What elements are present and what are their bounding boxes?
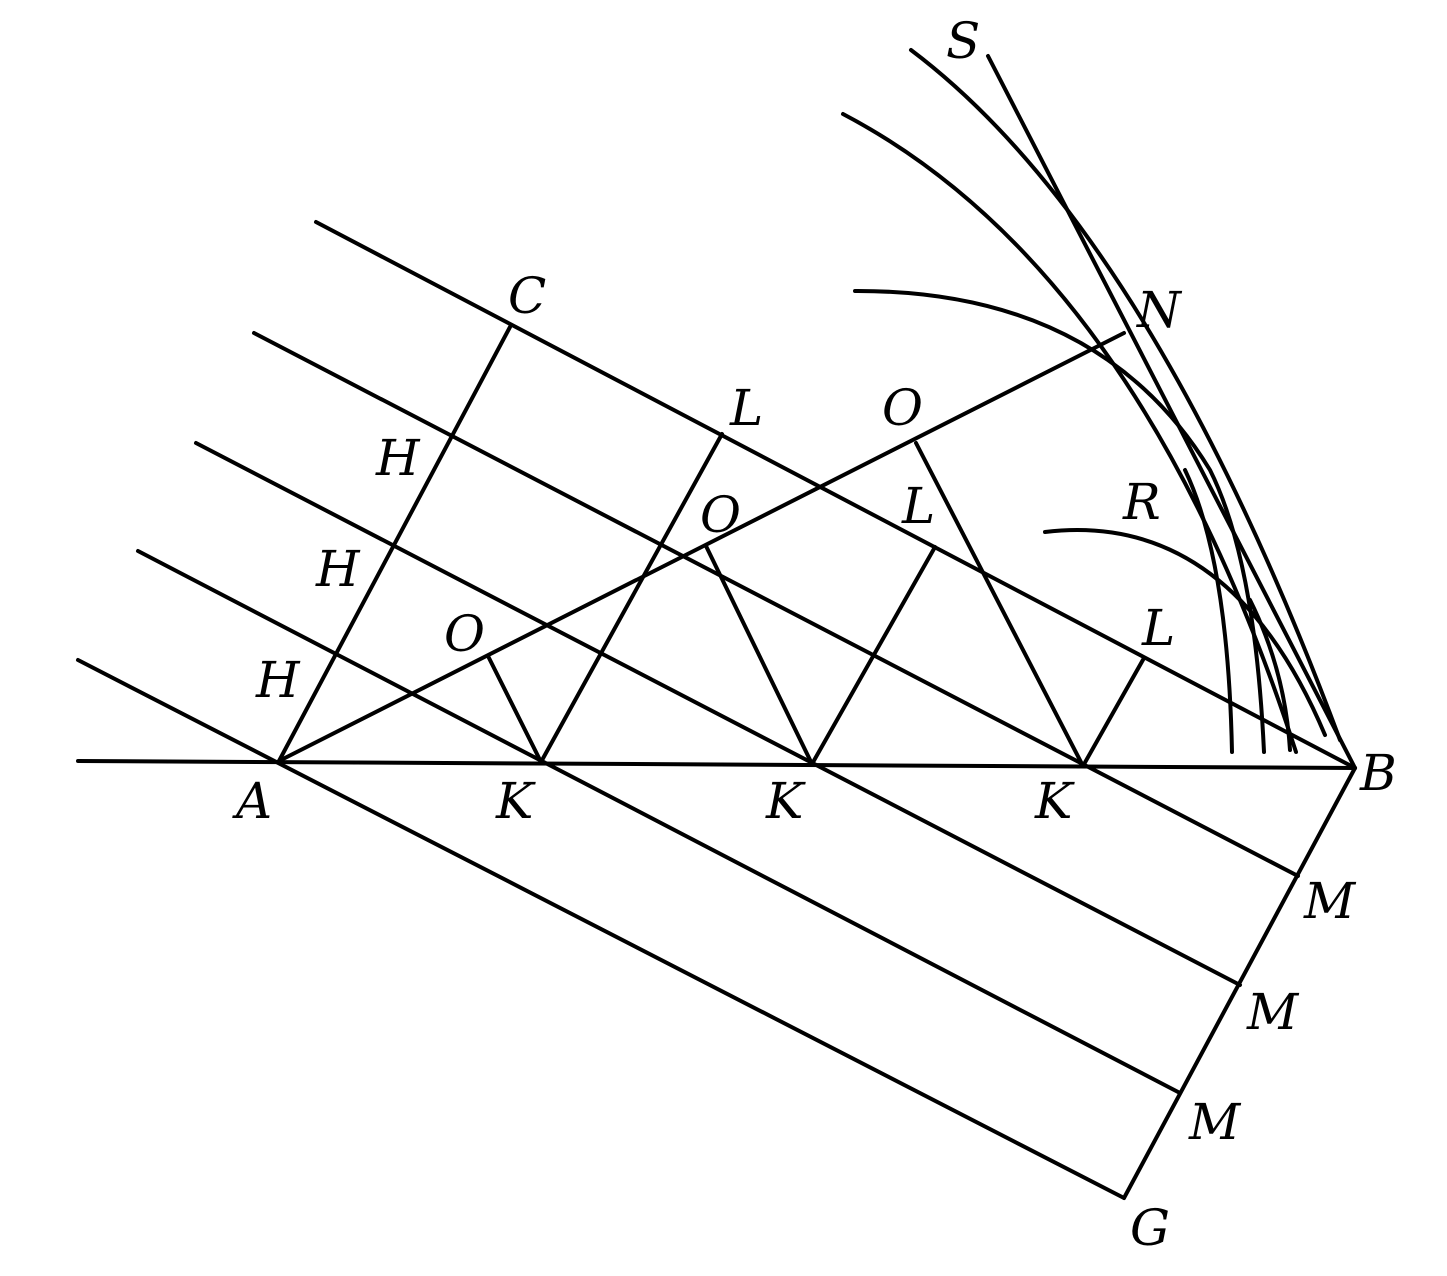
label-k-2: K: [765, 772, 806, 830]
arc-large: [841, 112, 1298, 754]
parallel-line-h3: [136, 549, 1182, 1095]
label-h-middle: H: [315, 540, 361, 598]
arc-small-2: [1248, 598, 1292, 752]
line-a-n: [277, 331, 1126, 763]
label-g: G: [1130, 1199, 1170, 1257]
segment-k1-o1: [486, 654, 543, 764]
label-l-bottom: L: [1141, 599, 1175, 657]
arc-middle: [853, 288, 1266, 754]
base-line-ab: [76, 759, 1357, 770]
label-o-bottom: O: [444, 605, 485, 663]
label-a: A: [232, 772, 272, 830]
segment-k2-l2: [810, 545, 937, 766]
parallel-line-h2: [194, 441, 1242, 987]
arc-large-outer: [909, 48, 1342, 742]
label-k-1: K: [495, 772, 536, 830]
segment-k3-l3: [1081, 656, 1146, 768]
label-m-bottom: M: [1188, 1093, 1242, 1151]
label-k-3: K: [1034, 772, 1075, 830]
label-l-top: L: [729, 379, 763, 437]
label-m-middle: M: [1246, 983, 1300, 1041]
arc-inner-r: [1043, 528, 1327, 737]
label-h-bottom: H: [255, 651, 301, 709]
line-b-g: [1122, 766, 1357, 1200]
segment-k1-l1: [539, 432, 724, 764]
label-m-top: M: [1303, 872, 1357, 930]
label-s: S: [946, 12, 980, 70]
tangent-line-s-b: [986, 54, 1357, 770]
parallel-line-c: [314, 220, 1357, 770]
label-o-top: O: [882, 379, 923, 437]
line-a-c: [277, 325, 512, 763]
label-r: R: [1122, 473, 1161, 531]
label-o-middle: O: [700, 486, 741, 544]
label-b: B: [1359, 744, 1397, 802]
segment-k2-o2: [704, 544, 814, 766]
label-l-middle: L: [901, 477, 935, 535]
arc-small-1: [1183, 468, 1234, 754]
parallel-line-a-g: [76, 658, 1126, 1200]
label-n: N: [1136, 281, 1183, 339]
label-c: C: [508, 267, 546, 325]
segment-k3-o3: [914, 441, 1085, 768]
label-h-top: H: [375, 429, 421, 487]
parallel-line-h1: [252, 331, 1300, 878]
